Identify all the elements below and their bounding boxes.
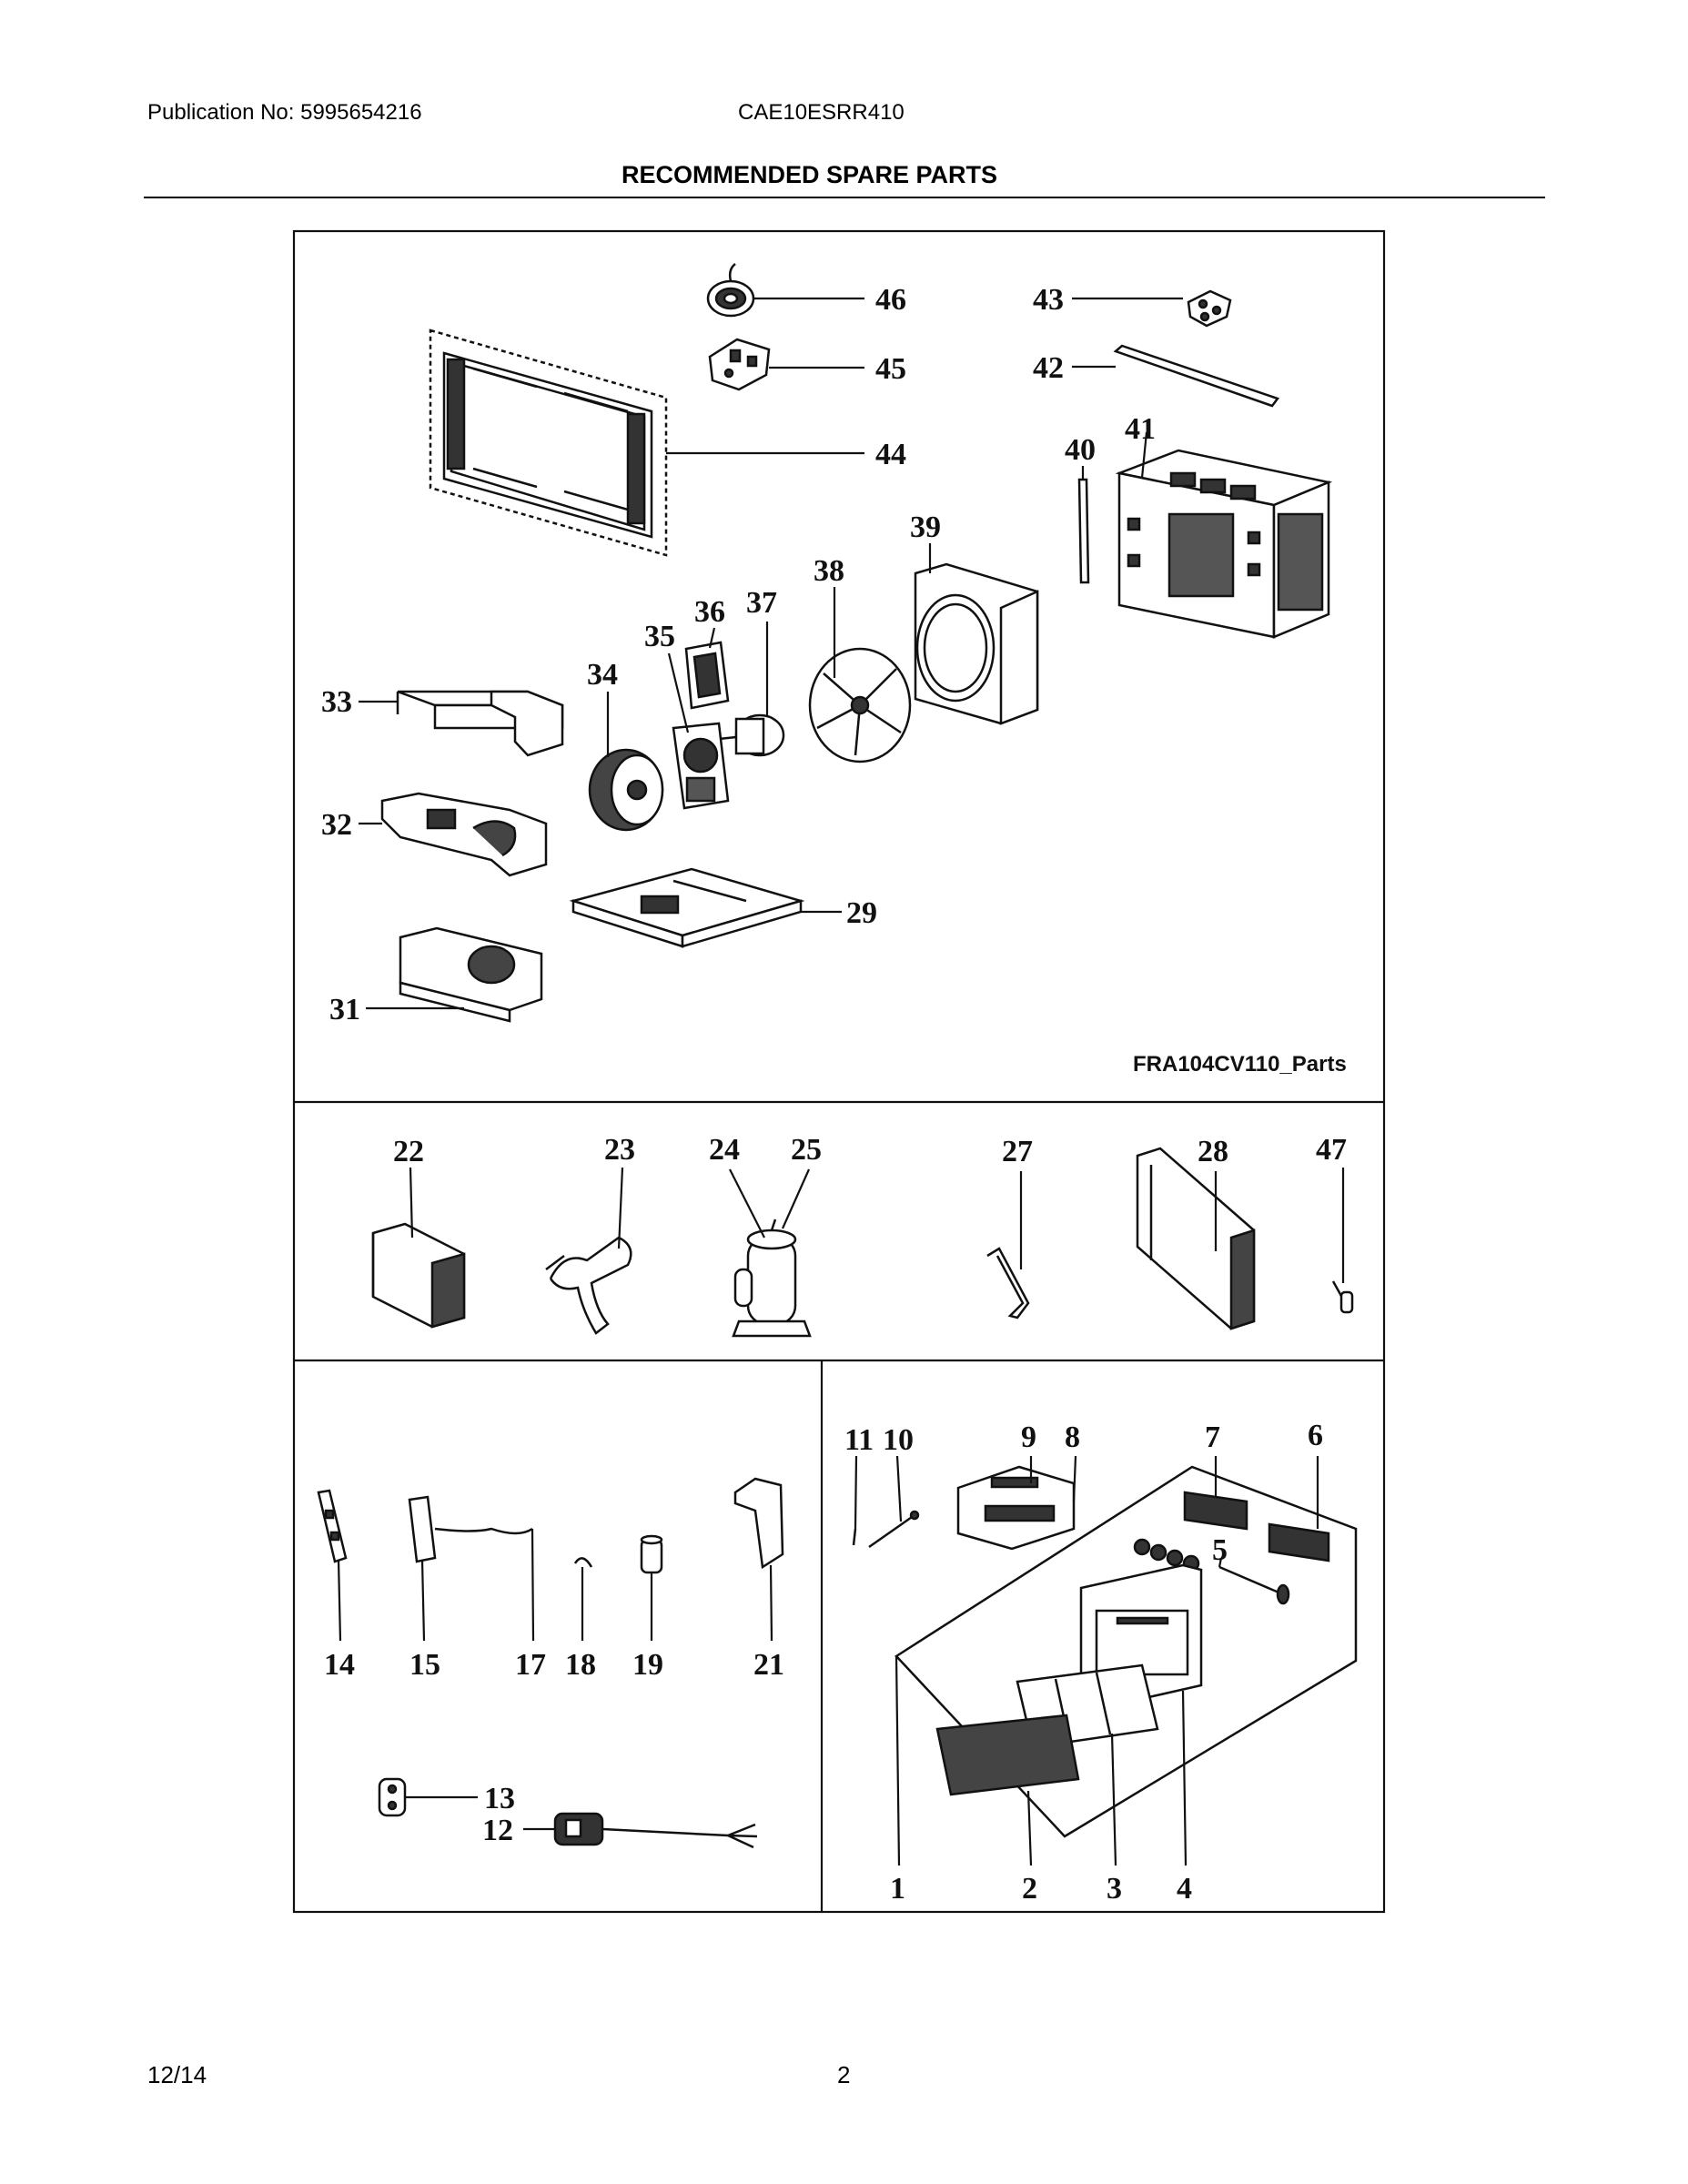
callout-45: 45 [875, 352, 906, 386]
part-2-grille [935, 1714, 1080, 1796]
callout-6: 6 [1308, 1419, 1323, 1452]
labels-middle: 22 23 24 25 27 28 47 [393, 1133, 1347, 1168]
callout-24: 24 [709, 1133, 740, 1167]
part-14-control-board [317, 1489, 348, 1563]
part-18-clip [573, 1557, 593, 1568]
part-19-capacitor [640, 1534, 663, 1574]
callout-27: 27 [1002, 1135, 1033, 1168]
callout-11: 11 [844, 1423, 874, 1457]
part-6-louver [1268, 1522, 1330, 1562]
page-title: RECOMMENDED SPARE PARTS [622, 161, 998, 188]
part-15-thermostat [408, 1495, 533, 1563]
callout-31: 31 [329, 993, 360, 1026]
part-24-compressor [732, 1218, 812, 1338]
labels-bottom-left: 14 15 17 18 19 21 13 12 [324, 1648, 784, 1847]
callout-22: 22 [393, 1135, 424, 1168]
callout-38: 38 [814, 554, 844, 588]
callout-34: 34 [587, 658, 618, 692]
callout-13: 13 [484, 1782, 515, 1815]
callout-47: 47 [1316, 1133, 1347, 1167]
publication-number: Publication No: 5995654216 [147, 100, 422, 125]
callout-41: 41 [1125, 412, 1156, 446]
drawing-tag: FRA104CV110_Parts [1133, 1052, 1347, 1077]
callout-10: 10 [883, 1423, 914, 1457]
callout-17: 17 [515, 1648, 546, 1682]
callout-15: 15 [409, 1648, 440, 1682]
callout-18: 18 [565, 1648, 596, 1682]
callout-35: 35 [644, 620, 675, 653]
part-37-motor [718, 713, 785, 757]
part-29-base-pan [569, 867, 805, 948]
callout-23: 23 [604, 1133, 635, 1167]
page-number: 2 [837, 2061, 851, 2088]
part-21-cover [733, 1477, 784, 1570]
part-33-duct [396, 690, 564, 757]
callout-19: 19 [632, 1648, 663, 1682]
callout-14: 14 [324, 1648, 355, 1682]
part-38-fan-blade [808, 647, 912, 763]
part-7-louver [1183, 1491, 1248, 1531]
part-41-cabinet [1115, 449, 1333, 639]
callout-32: 32 [321, 808, 352, 842]
labels-top: 46 45 44 43 42 41 40 39 38 37 36 35 34 3… [321, 283, 1347, 1077]
part-35-motor-mount [672, 722, 730, 810]
callout-3: 3 [1107, 1872, 1122, 1906]
callout-2: 2 [1022, 1872, 1037, 1906]
callout-44: 44 [875, 438, 906, 471]
part-47-sensor [1331, 1280, 1354, 1314]
part-46-coil [706, 263, 755, 318]
part-43-bracket [1187, 289, 1232, 328]
part-39-shroud [914, 562, 1039, 725]
leaders-middle [409, 1167, 1345, 1283]
callout-29: 29 [846, 896, 877, 930]
callout-4: 4 [1177, 1872, 1192, 1906]
part-42-seal-strip [1113, 344, 1280, 408]
callout-7: 7 [1205, 1421, 1220, 1454]
part-34-blower-wheel [588, 748, 664, 832]
footer-date: 12/14 [147, 2061, 207, 2088]
callout-37: 37 [746, 586, 777, 620]
callout-5: 5 [1212, 1533, 1228, 1567]
callout-12: 12 [482, 1814, 513, 1847]
diagram-frames [292, 229, 1386, 1914]
callout-36: 36 [694, 595, 725, 629]
callout-25: 25 [791, 1133, 822, 1167]
labels-bottom-right: 11 10 9 8 7 6 5 1 2 3 4 [844, 1419, 1323, 1906]
part-23-tubing [545, 1236, 632, 1335]
leaders-top [359, 297, 1183, 1010]
part-36-gasket [684, 641, 730, 710]
callout-21: 21 [753, 1648, 784, 1682]
callout-42: 42 [1033, 351, 1064, 385]
model-number: CAE10ESRR410 [738, 100, 905, 125]
leaders-bottom-left [337, 1528, 773, 1831]
part-27-capillary [986, 1247, 1030, 1320]
callout-8: 8 [1065, 1421, 1080, 1454]
part-44-window-frame [429, 329, 668, 557]
part-1-front-panel-outline [895, 1465, 1358, 1838]
part-40-side-strip [1077, 478, 1090, 584]
part-28-condenser [1136, 1147, 1256, 1330]
callout-9: 9 [1021, 1421, 1036, 1454]
part-10-11-screws [852, 1510, 920, 1549]
callout-40: 40 [1065, 433, 1096, 467]
part-12-power-cord [553, 1812, 758, 1849]
part-32-scroll [380, 792, 548, 877]
part-13-plate [378, 1777, 407, 1817]
callout-46: 46 [875, 283, 906, 317]
part-22-evaporator [371, 1222, 466, 1329]
part-8-remote-box [956, 1465, 1076, 1551]
title-rule [144, 197, 1545, 198]
callout-43: 43 [1033, 283, 1064, 317]
callout-1: 1 [890, 1872, 905, 1906]
leaders-bottom-right [854, 1455, 1319, 1866]
part-31-base-scroll [399, 926, 543, 1023]
callout-39: 39 [910, 511, 941, 544]
callout-33: 33 [321, 685, 352, 719]
callout-28: 28 [1198, 1135, 1228, 1168]
part-45-bracket [708, 338, 771, 391]
